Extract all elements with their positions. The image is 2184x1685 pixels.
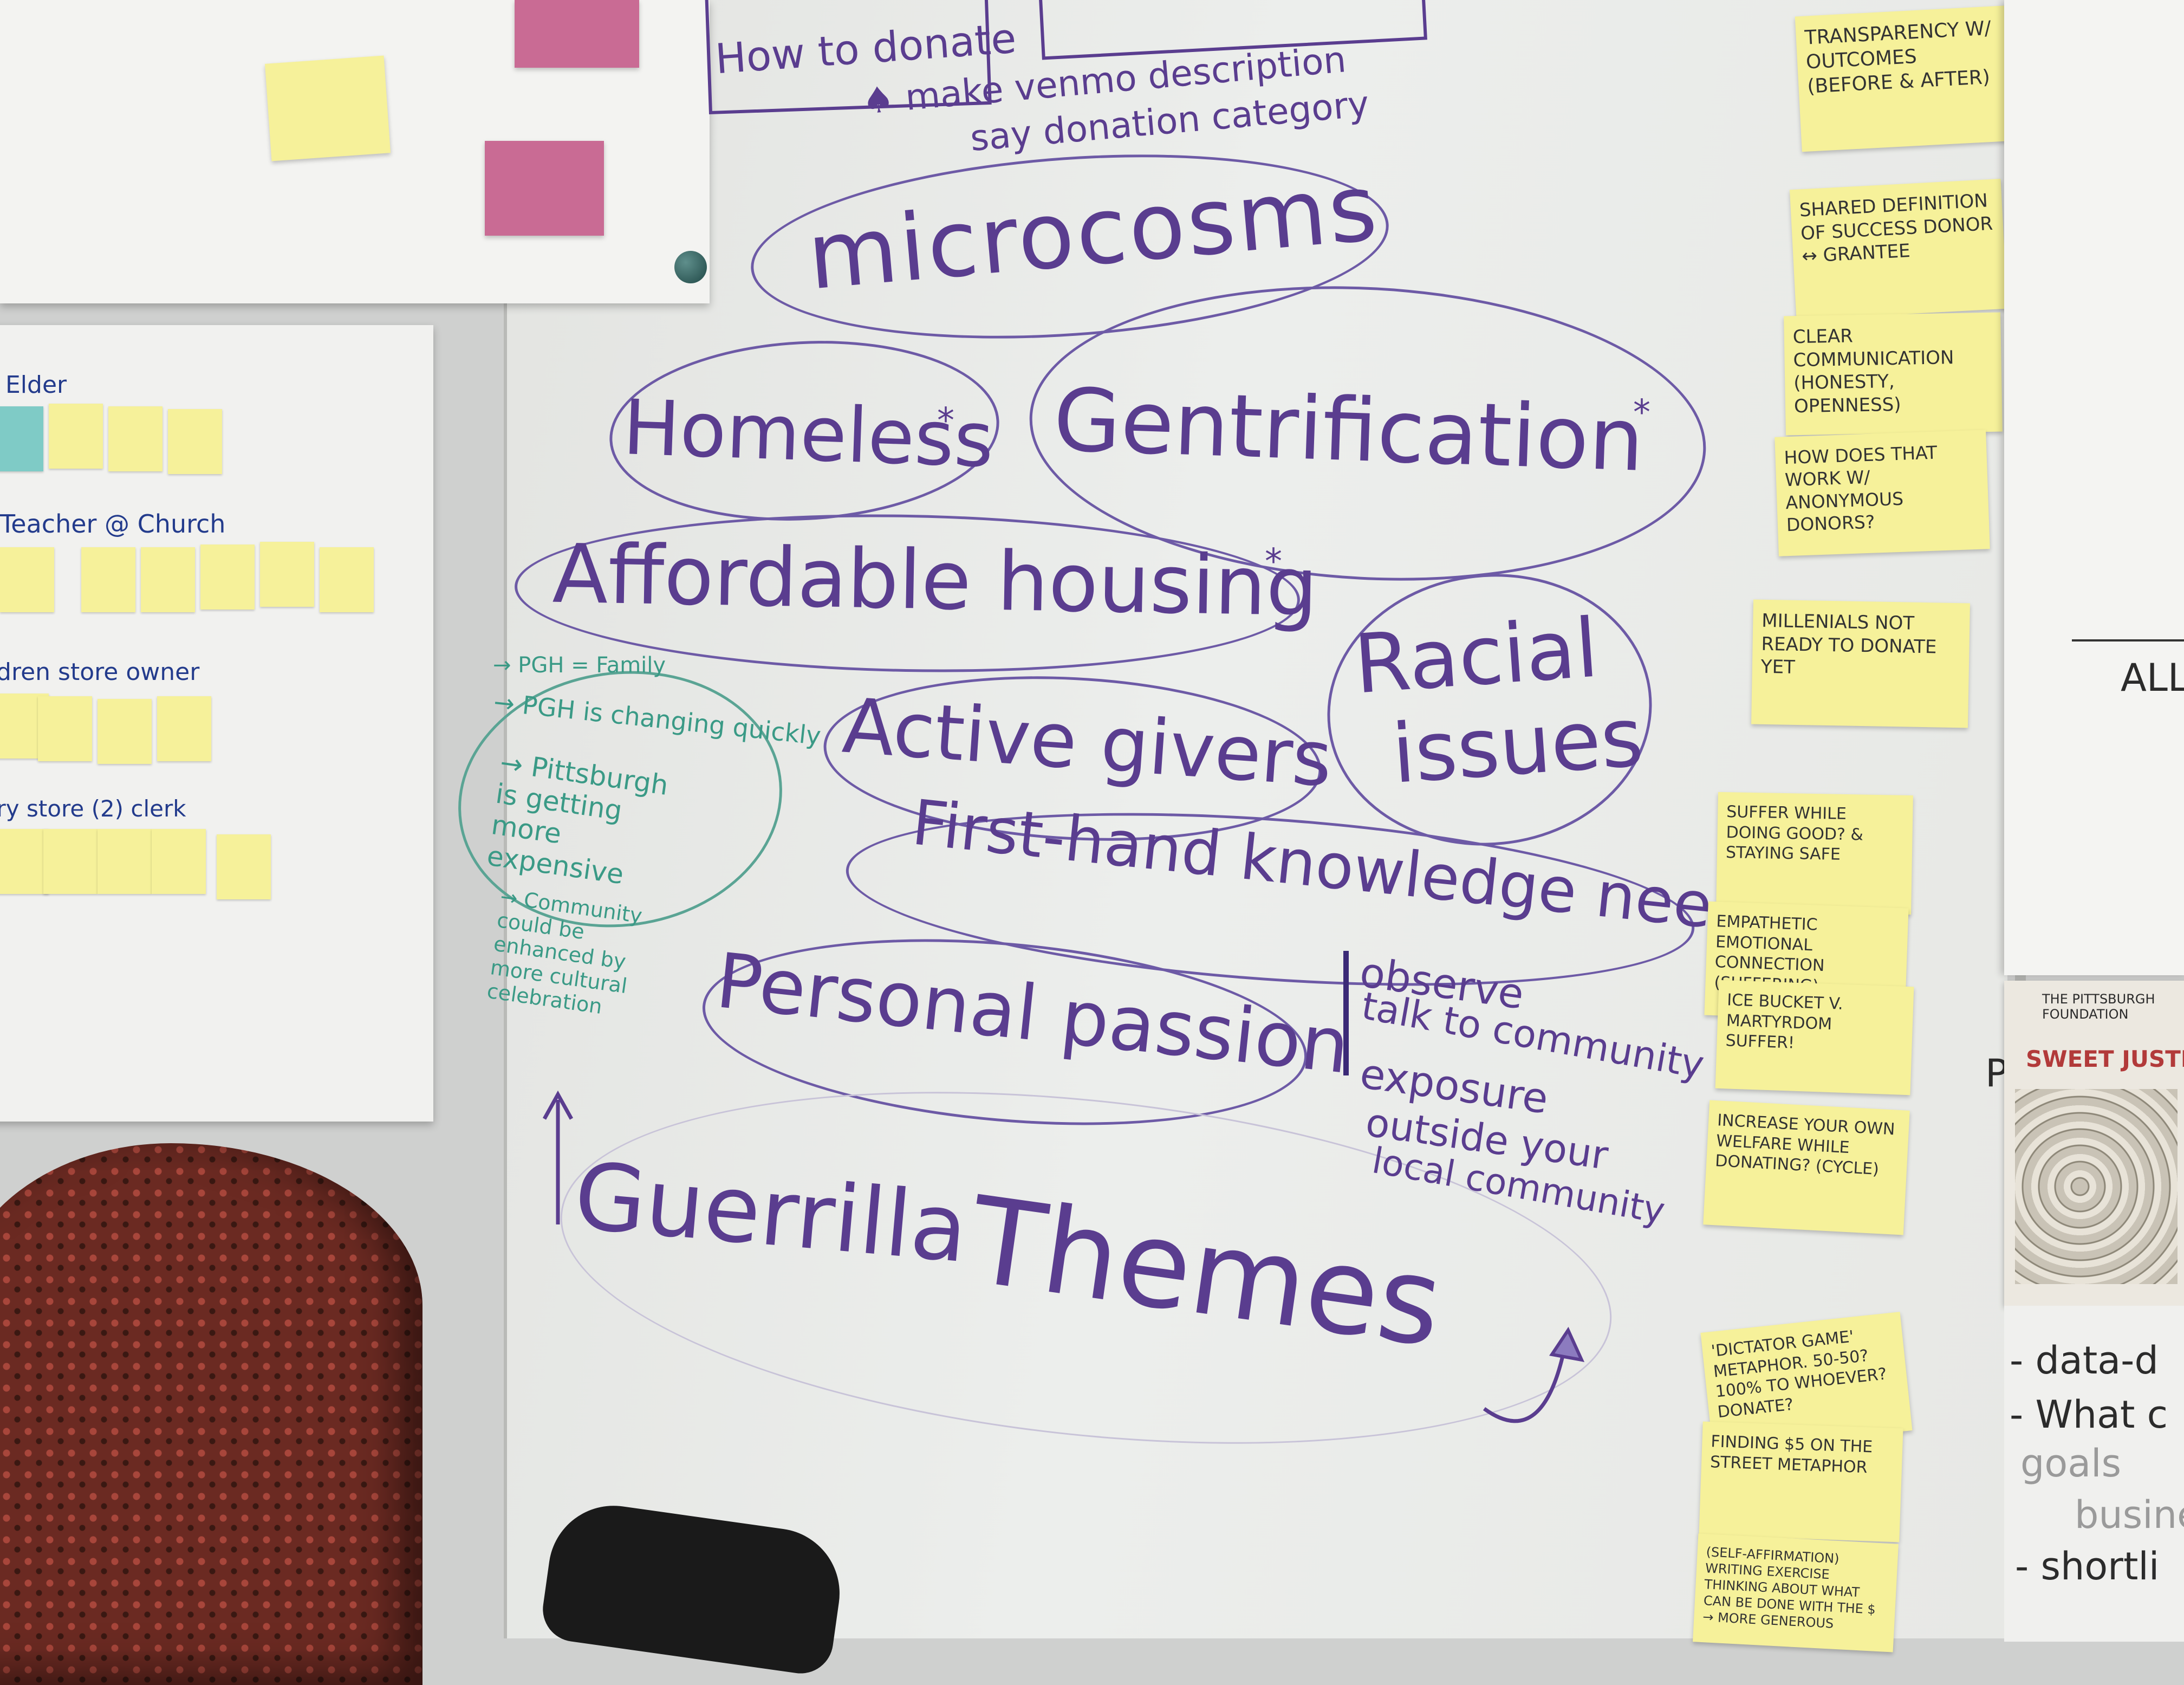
right-all-label: ALL [2121,656,2184,700]
sticky-clear-communication: CLEAR COMMUNICATION (HONESTY, OPENNESS) [1784,312,2003,436]
mini-sticky [0,829,49,894]
foundation-poster: THE PITTSBURGH FOUNDATION SWEET JUSTICE [2004,981,2184,1306]
sticky-note-pink-top [515,0,639,68]
persona-header-clerk: Grocery store (2) clerk [0,795,186,822]
persona-header-elder: Elder [5,371,67,399]
mini-sticky [260,542,314,607]
poster-title: THE PITTSBURGH FOUNDATION [2042,991,2155,1022]
mini-sticky [168,409,222,474]
office-chair-back [0,1143,422,1685]
right-lower-paper: - data-d - What c goals busine - shortli [2004,1306,2184,1642]
sticky-self-affirmation: (SELF-AFFIRMATION) WRITING EXERCISE THIN… [1693,1533,1899,1652]
teal-note-1: → PGH = Family [493,653,666,678]
right-paper [2004,0,2184,975]
right-list-item: - What c [2010,1392,2168,1437]
text-affordable-housing: Affordable housing [551,527,1319,635]
star-gentrification: * [1633,393,1650,433]
arrow-curved-icon [1483,1326,1585,1423]
mini-sticky [200,545,255,610]
magnet-icon [674,251,707,283]
right-list-item: - data-d [2010,1338,2159,1383]
sticky-transparency: TRANSPARENCY W/ OUTCOMES (BEFORE & AFTER… [1795,5,2019,152]
bracket-line [1343,951,1349,1075]
persona-header-teacher: Teacher @ Church [0,509,226,539]
teal-note-3: → Pittsburgh is getting more expensive [485,747,671,891]
sticky-suffer: SUFFER WHILE DOING GOOD? & STAYING SAFE [1716,792,1913,915]
mini-sticky [38,696,92,761]
star-homeless: * [937,401,954,441]
sticky-shared-definition: SHARED DEFINITION OF SUCCESS DONOR ↔ GRA… [1789,178,2008,320]
mini-sticky [49,404,103,469]
sticky-increase-welfare: INCREASE YOUR OWN WELFARE WHILE DONATING… [1703,1100,1910,1235]
sticky-ice-bucket: ICE BUCKET v. MARTYRDOM SUFFER! [1715,980,1914,1096]
mini-sticky [108,406,162,471]
mini-sticky [0,406,43,471]
arrow-up-icon [542,1090,574,1224]
mini-sticky [81,547,135,612]
mini-sticky [141,547,195,612]
mini-sticky [43,829,98,894]
right-divider-line [2072,639,2184,641]
star-affordable-housing: * [1265,542,1282,582]
sticky-note-pink [485,141,604,236]
mini-sticky [98,829,152,894]
sticky-note-small [264,55,391,161]
poster-illustration [2015,1089,2178,1284]
poster-subtitle: SWEET JUSTICE [2026,1046,2184,1072]
sticky-anonymous-donors: HOW DOES THAT WORK W/ ANONYMOUS DONORS? [1774,430,1990,556]
mini-sticky [98,699,152,764]
right-list-item: goals [2020,1441,2122,1486]
mini-sticky [320,547,374,612]
right-list-item: busine [2075,1493,2184,1537]
sticky-finding-5: FINDING $5 ON THE STREET METAPHOR [1699,1421,1903,1543]
text-gentrification: Gentrification [1052,369,1646,491]
mini-sticky [157,696,211,761]
mini-sticky [217,834,271,899]
text-issues: issues [1389,690,1646,802]
teal-note-4: → Community could be enhanced by more cu… [485,884,644,1019]
persona-header-store-owner: Children store owner [0,658,200,686]
mini-sticky [0,547,54,612]
right-list-item: - shortli [2015,1544,2160,1589]
mini-sticky [152,829,206,894]
sticky-millenials: MILLENIALS NOT READY TO DONATE YET [1751,599,1970,728]
